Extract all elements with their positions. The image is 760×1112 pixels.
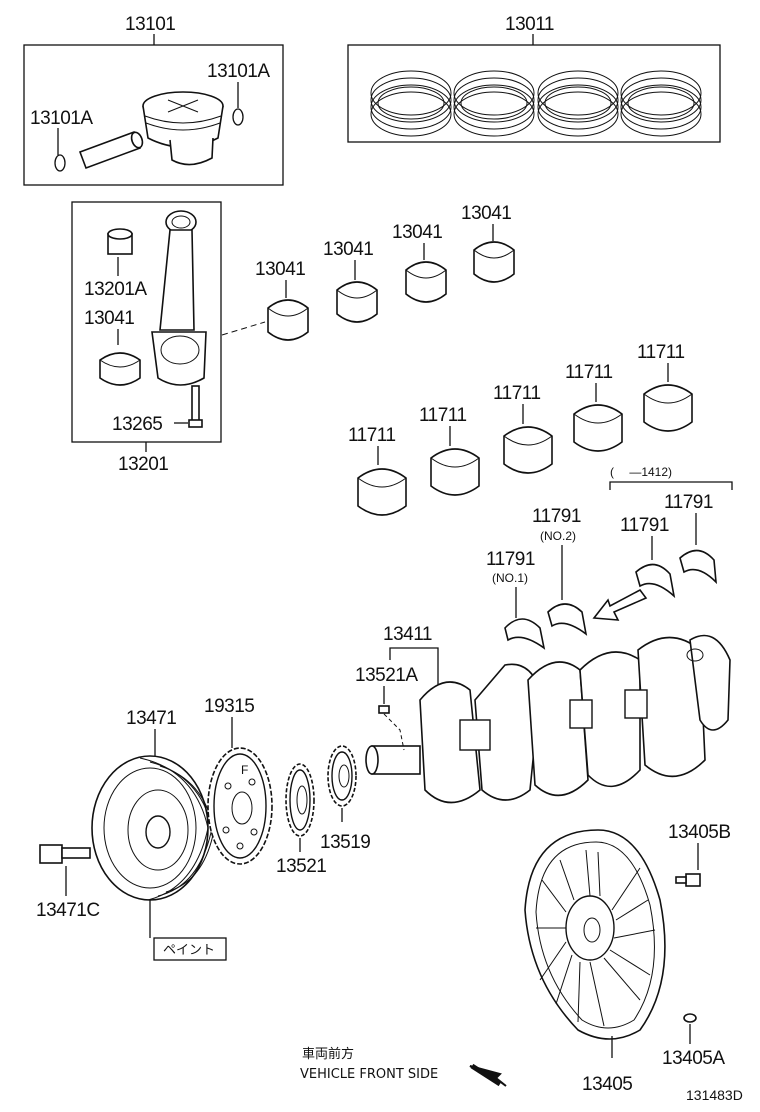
thrust-washer-3-icon[interactable] <box>635 563 676 599</box>
label-13519[interactable]: 13519 <box>320 832 371 853</box>
piston-icon[interactable] <box>142 91 224 166</box>
label-13201A[interactable]: 13201A <box>84 279 148 300</box>
piston-group: 13101 13101A 13101A <box>23 14 284 186</box>
pulley-icon[interactable] <box>91 755 215 901</box>
label-11711-4[interactable]: 11711 <box>565 362 613 383</box>
main-bearing-1-icon[interactable] <box>357 468 407 516</box>
main-bearing-3-icon[interactable] <box>503 426 553 474</box>
label-13405B[interactable]: 13405B <box>668 822 731 843</box>
rod-bearing-3-icon[interactable] <box>405 261 447 303</box>
label-11791-4[interactable]: 11791 <box>664 492 713 513</box>
label-13405[interactable]: 13405 <box>582 1074 633 1095</box>
label-13471[interactable]: 13471 <box>126 708 177 729</box>
pulley-group: 13471 ペイント 13471C <box>36 708 227 961</box>
label-13101A-right[interactable]: 13101A <box>207 61 271 82</box>
note-date-range: ( —1412) <box>610 465 672 479</box>
note-front-jp: 車両前方 <box>302 1046 354 1062</box>
label-13405A[interactable]: 13405A <box>662 1048 726 1069</box>
crankshaft-icon[interactable] <box>365 634 731 804</box>
label-11711-5[interactable]: 11711 <box>637 342 685 363</box>
sensor-plate-icon[interactable]: F <box>207 747 273 865</box>
label-13041-2[interactable]: 13041 <box>323 239 374 260</box>
main-bearing-5-icon[interactable] <box>643 384 693 432</box>
conrod-icon[interactable] <box>151 210 207 386</box>
label-13265[interactable]: 13265 <box>112 414 163 435</box>
snap-ring-right-icon[interactable] <box>232 108 244 126</box>
label-11791-3[interactable]: 11791 <box>620 515 669 536</box>
conrod-group: 13201 13201A 13041 13265 <box>71 201 266 475</box>
rod-bearing-2-icon[interactable] <box>336 281 378 323</box>
label-11711-3[interactable]: 11711 <box>493 383 541 404</box>
thrust-washer-no1-icon[interactable] <box>504 618 546 650</box>
label-11791-no2[interactable]: 11791 <box>532 506 581 527</box>
note-no1: (NO.1) <box>492 571 528 585</box>
piston-ring-group: 13011 <box>347 14 721 143</box>
paint-box <box>153 937 227 961</box>
label-13041-1[interactable]: 13041 <box>255 259 306 280</box>
flywheel-group: 13405B 13405 13405A <box>524 822 731 1095</box>
label-13101[interactable]: 13101 <box>125 14 176 35</box>
main-bearing-group: 11711 11711 11711 11711 11711 <box>348 342 693 516</box>
gear-group: 13521 13519 <box>276 745 371 877</box>
rod-bearing-4-icon[interactable] <box>473 241 515 283</box>
thrust-washer-4-icon[interactable] <box>679 549 717 585</box>
ring-box <box>347 44 721 143</box>
crankshaft-group: 13411 13521A <box>355 624 731 804</box>
flywheel-bolt-icon[interactable] <box>675 873 701 887</box>
note-front-en: VEHICLE FRONT SIDE <box>300 1067 438 1082</box>
note-paint: ペイント <box>163 943 215 958</box>
pulley-bolt-icon[interactable] <box>39 844 91 864</box>
thrust-washer-no2-icon[interactable] <box>547 603 588 636</box>
label-13041-left[interactable]: 13041 <box>84 308 135 329</box>
vehicle-front-note: 車両前方 VEHICLE FRONT SIDE <box>300 1046 507 1087</box>
label-13521[interactable]: 13521 <box>276 856 327 877</box>
flywheel-icon[interactable] <box>524 829 666 1040</box>
label-19315[interactable]: 19315 <box>204 696 255 717</box>
sensor-plate-group: 19315 F <box>204 696 273 865</box>
bushing-icon[interactable] <box>107 228 133 255</box>
main-bearing-2-icon[interactable] <box>430 448 480 496</box>
main-bearing-4-icon[interactable] <box>573 404 623 452</box>
rod-bolt-icon[interactable] <box>188 385 203 428</box>
label-13101A-left[interactable]: 13101A <box>30 108 94 129</box>
label-13041-3[interactable]: 13041 <box>392 222 443 243</box>
piston-pin-icon[interactable] <box>78 130 144 170</box>
direction-arrow-icon <box>592 588 648 621</box>
snap-ring-left-icon[interactable] <box>54 154 66 172</box>
label-11711-2[interactable]: 11711 <box>419 405 467 426</box>
sensor-mark: F <box>241 763 248 777</box>
label-13201[interactable]: 13201 <box>118 454 169 475</box>
label-13411[interactable]: 13411 <box>383 624 432 645</box>
rod-bearing-left-icon[interactable] <box>99 352 141 386</box>
gear-13519-icon[interactable] <box>327 745 357 807</box>
ring-set-icon[interactable] <box>370 70 702 137</box>
drawing-id: 131483D <box>686 1087 743 1103</box>
label-13011[interactable]: 13011 <box>505 14 554 35</box>
key-icon[interactable] <box>378 705 390 714</box>
rod-bearing-group: 13041 13041 13041 13041 <box>255 203 515 341</box>
flywheel-pin-icon[interactable] <box>683 1013 697 1023</box>
gear-13521-icon[interactable] <box>285 763 315 837</box>
label-11711-1[interactable]: 11711 <box>348 425 396 446</box>
piston-box <box>23 44 284 186</box>
label-13471C[interactable]: 13471C <box>36 900 100 921</box>
note-no2: (NO.2) <box>540 529 576 543</box>
rod-bearing-1-icon[interactable] <box>267 299 309 341</box>
label-13521A[interactable]: 13521A <box>355 665 419 686</box>
label-13041-4[interactable]: 13041 <box>461 203 512 224</box>
thrust-washer-group: ( —1412) 11791 (NO.2) 11791 (NO.1) 11791… <box>486 465 733 650</box>
label-11791-no1[interactable]: 11791 <box>486 549 535 570</box>
